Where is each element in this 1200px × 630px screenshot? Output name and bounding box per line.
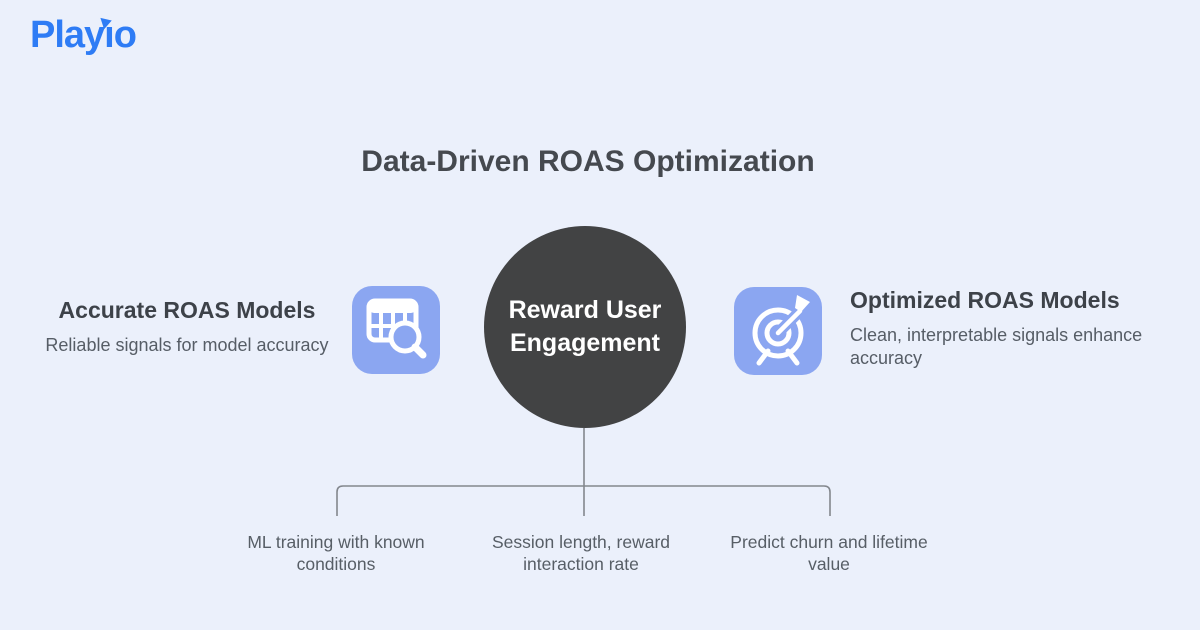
accurate-roas-heading: Accurate ROAS Models [58, 297, 316, 323]
logo-text-prefix: Play [30, 14, 105, 56]
logo-text-suffix: o [113, 14, 137, 56]
accurate-roas-subtitle: Reliable signals for model accuracy [45, 335, 329, 355]
node-accurate-roas: Accurate ROAS Models Reliable signals fo… [22, 297, 352, 357]
optimized-roas-heading: Optimized ROAS Models [850, 287, 1120, 313]
center-node-line1: Reward User [508, 296, 662, 324]
target-arrow-glyph [752, 295, 810, 366]
optimized-roas-subtitle: Clean, interpretable signals enhance acc… [850, 325, 1143, 368]
table-search-glyph [366, 298, 427, 359]
center-node-line2: Engagement [509, 329, 661, 357]
center-node: Reward User Engagement [484, 226, 686, 428]
leaf-label-ml-training: ML training with known conditions [247, 532, 425, 574]
logo-letter-i: ı [100, 14, 115, 57]
leaf-label-session-length: Session length, reward interaction rate [491, 532, 671, 574]
leaf-label-predict-churn: Predict churn and lifetime value [730, 532, 928, 574]
table-search-icon [352, 286, 440, 374]
node-optimized-roas: Optimized ROAS Models Clean, interpretab… [850, 287, 1160, 370]
page-title: Data-Driven ROAS Optimization [361, 145, 815, 178]
target-arrow-icon [734, 287, 822, 375]
